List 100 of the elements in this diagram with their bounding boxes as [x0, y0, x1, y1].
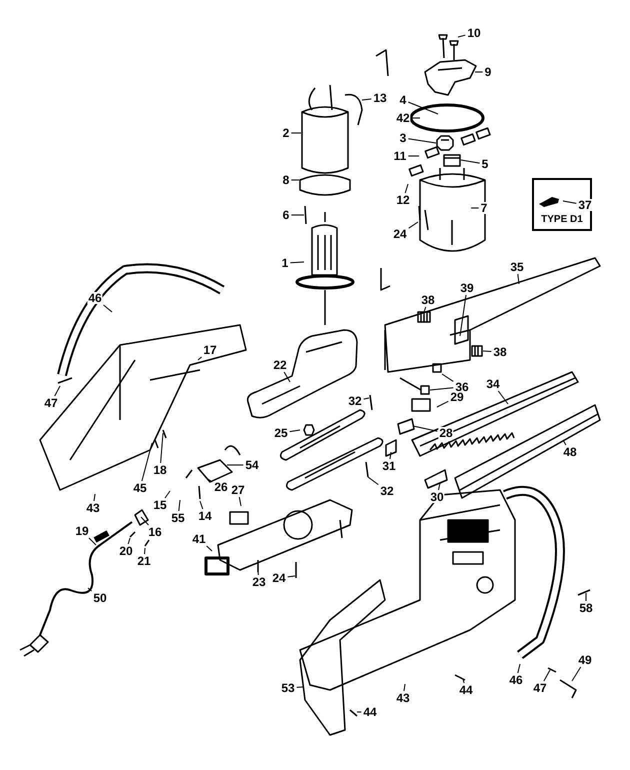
callout-number: 54 — [244, 459, 260, 471]
leader-line — [517, 274, 520, 284]
leader-line — [363, 398, 370, 400]
callout-number: 24 — [271, 572, 287, 584]
callout-number: 2 — [282, 127, 290, 139]
leader-line — [284, 372, 290, 382]
callout-number: 58 — [578, 602, 594, 614]
callout-number: 35 — [509, 261, 525, 273]
leader-line — [289, 430, 300, 432]
callout-number: 20 — [118, 545, 134, 557]
callout-number: 49 — [577, 654, 593, 666]
leader-line — [206, 478, 213, 482]
leader-line — [458, 34, 466, 38]
leader-line — [408, 222, 418, 229]
leader-line — [368, 476, 379, 486]
callout-number: 47 — [532, 682, 548, 694]
callout-number: 15 — [152, 499, 168, 511]
callout-number: 24 — [392, 228, 408, 240]
leader-line — [362, 98, 372, 100]
leader-line — [543, 670, 550, 682]
leader-line — [178, 500, 180, 512]
leader-line — [424, 306, 426, 312]
inset-box — [532, 178, 592, 231]
callout-number: 27 — [230, 484, 246, 496]
callout-number: 53 — [280, 682, 296, 694]
leader-line — [206, 546, 212, 552]
leader-line — [128, 538, 130, 544]
type-label: TYPE D1 — [540, 214, 584, 225]
leader-line — [404, 684, 406, 692]
leader-line — [160, 432, 164, 464]
leader-line — [517, 664, 520, 674]
callout-number: 48 — [562, 446, 578, 458]
leader-line — [442, 374, 454, 382]
leader-line — [498, 390, 508, 404]
leader-line — [562, 440, 566, 446]
callout-number: 4 — [398, 94, 408, 106]
callout-number: 46 — [508, 674, 524, 686]
callout-number: 26 — [213, 481, 229, 493]
leader-line — [140, 516, 149, 526]
callout-number: 43 — [395, 692, 411, 704]
callout-number: 44 — [362, 706, 378, 718]
callout-number: 45 — [132, 482, 148, 494]
leader-line — [287, 576, 296, 578]
callout-number: 44 — [458, 684, 474, 696]
leader-line — [482, 350, 492, 352]
callout-number: 39 — [459, 282, 475, 294]
callout-number: 13 — [372, 92, 388, 104]
callout-number: 8 — [282, 174, 290, 186]
leader-line — [226, 464, 244, 466]
callout-number: 11 — [392, 150, 408, 162]
leader-line — [258, 570, 259, 576]
leader-line — [296, 686, 304, 688]
leader-line — [438, 482, 440, 490]
callout-number: 47 — [43, 397, 59, 409]
leader-line — [404, 184, 408, 194]
callout-number: 3 — [398, 132, 408, 144]
leader-line — [141, 442, 152, 482]
callout-number: 29 — [449, 391, 465, 403]
leader-line — [390, 452, 392, 460]
callout-number: 43 — [85, 502, 101, 514]
leader-line — [164, 490, 170, 498]
callout-number: 22 — [272, 359, 288, 371]
callout-number: 41 — [191, 533, 207, 545]
callout-number: 1 — [280, 257, 290, 269]
callout-number: 17 — [202, 344, 218, 356]
callout-number: 46 — [87, 292, 103, 304]
leader-line — [462, 678, 465, 684]
callout-number: 55 — [170, 512, 186, 524]
callout-number: 28 — [438, 427, 454, 439]
callout-number: 5 — [480, 158, 490, 170]
callout-number: 14 — [197, 510, 213, 522]
leader-line — [94, 494, 96, 502]
leader-line — [290, 132, 302, 134]
callout-number: 6 — [282, 209, 290, 221]
leader-line — [436, 400, 449, 408]
callout-number: 19 — [74, 525, 90, 537]
callout-number: 10 — [466, 27, 482, 39]
callout-number: 31 — [381, 460, 397, 472]
callout-number: 38 — [420, 294, 436, 306]
callout-number: 12 — [395, 194, 411, 206]
leader-line — [238, 496, 242, 506]
leader-line — [88, 538, 96, 546]
leader-line — [290, 214, 304, 216]
leader-line — [54, 386, 60, 396]
leader-line — [198, 356, 202, 360]
callout-number: 30 — [429, 491, 445, 503]
callout-number: 50 — [92, 592, 108, 604]
callout-number: 18 — [152, 464, 168, 476]
callout-number: 23 — [251, 576, 267, 588]
leader-line — [412, 426, 438, 432]
leader-line — [144, 548, 146, 554]
callout-number: 16 — [147, 526, 163, 538]
callout-number: 37 — [577, 199, 593, 211]
leader-line — [88, 588, 92, 592]
callout-number: 42 — [395, 112, 411, 124]
callout-number: 9 — [484, 66, 492, 78]
leader-line — [460, 160, 480, 164]
callout-number: 38 — [492, 346, 508, 358]
leader-line — [290, 262, 304, 264]
leader-line — [562, 200, 577, 204]
